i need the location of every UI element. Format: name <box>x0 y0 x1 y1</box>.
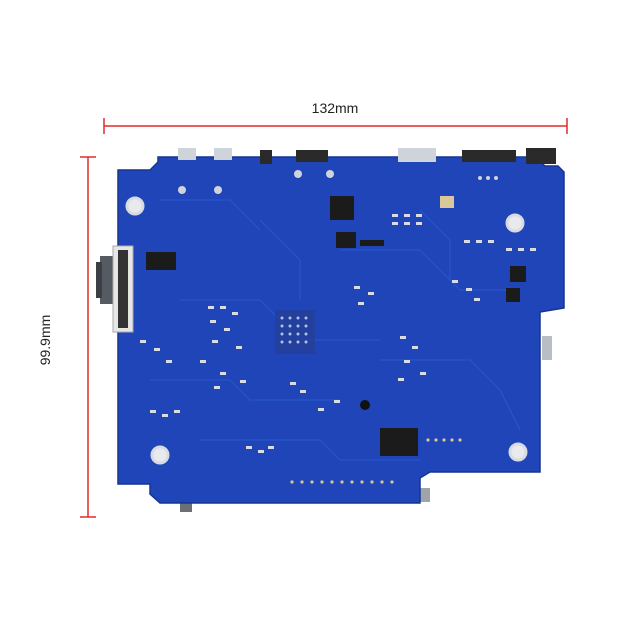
pad-rows <box>178 170 498 484</box>
width-dimension-line <box>103 118 568 134</box>
height-dimension-line <box>80 156 96 518</box>
ic-chips <box>146 196 526 456</box>
top-connectors <box>178 148 556 164</box>
mounting-holes <box>125 196 528 465</box>
width-dimension-label: 132mm <box>311 100 359 116</box>
fpc-connector <box>112 245 134 333</box>
pcb-board <box>117 156 565 504</box>
bga-area <box>275 310 315 354</box>
smd-components <box>140 214 536 453</box>
